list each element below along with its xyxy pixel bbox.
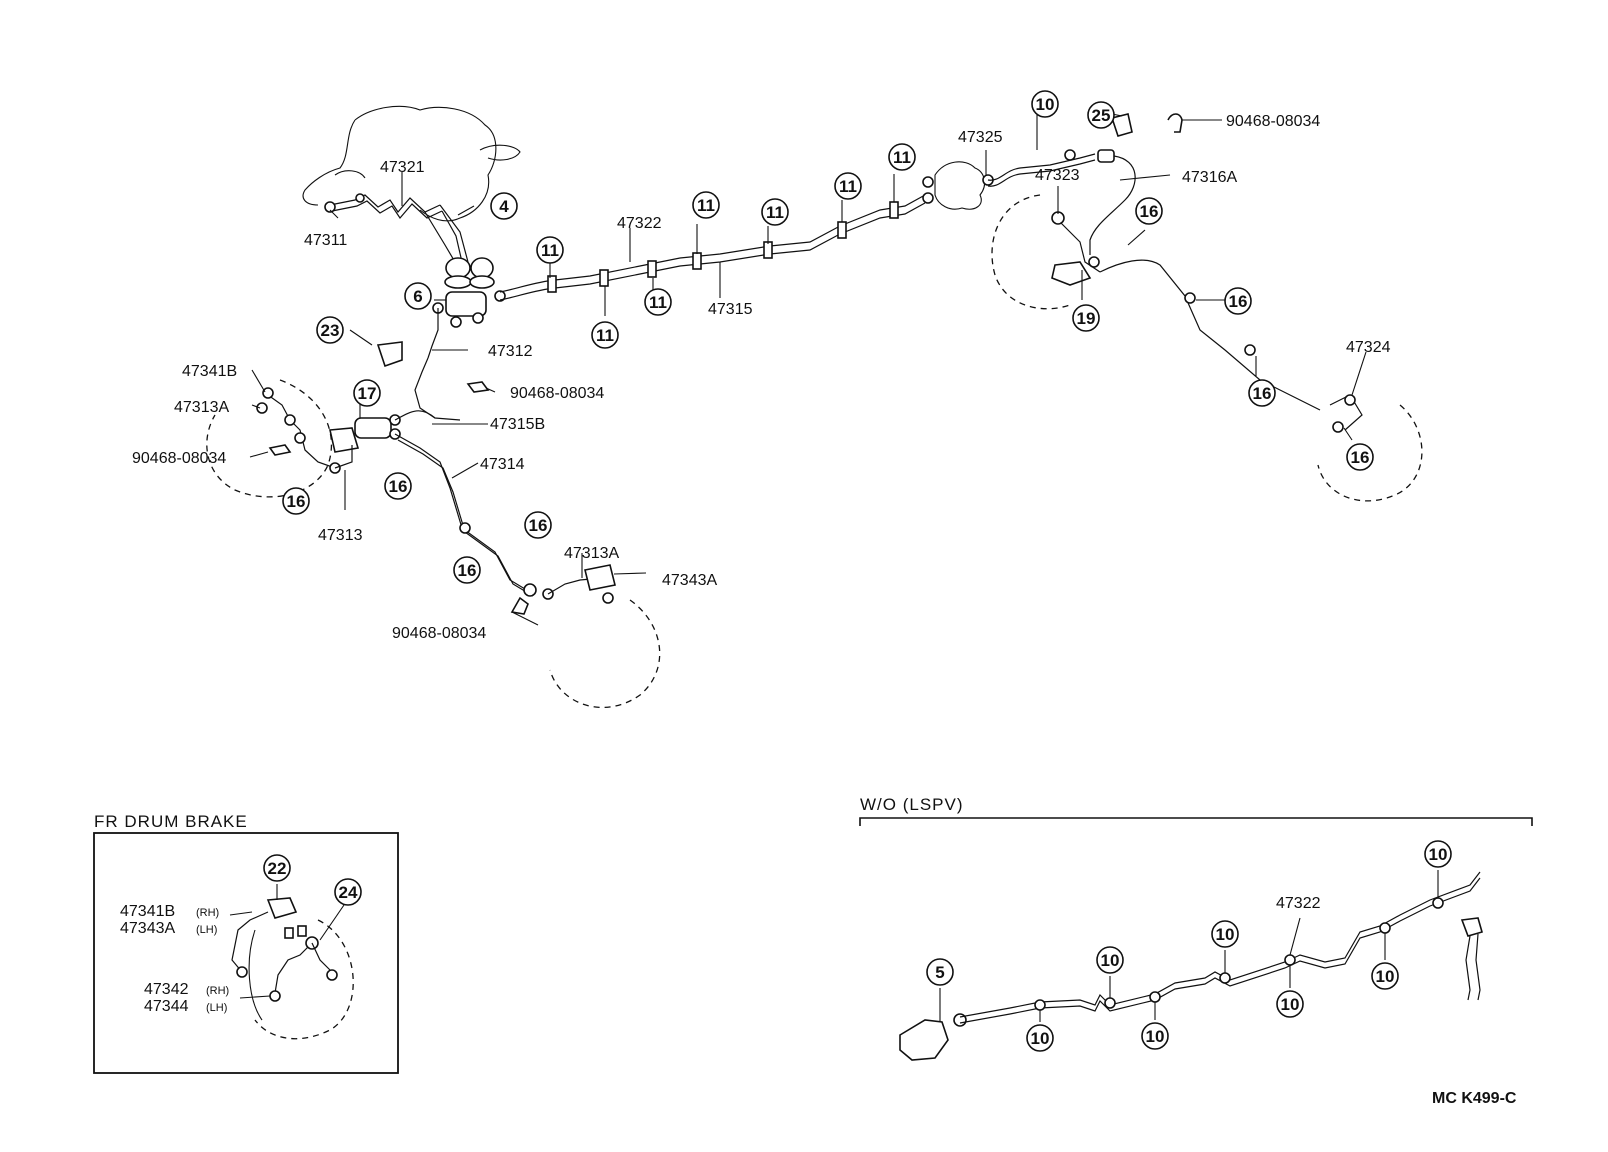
label-47322: 47322 <box>617 215 662 232</box>
front-left-brake <box>206 379 360 498</box>
inset-drum-title: FR DRUM BRAKE <box>94 812 248 831</box>
callout-11-b: 11 <box>596 326 614 345</box>
inset-drum-lh-2: (LH) <box>206 1002 227 1014</box>
label-90468-bottom: 90468-08034 <box>392 625 486 642</box>
label-47314: 47314 <box>480 456 525 473</box>
front-right-brake <box>542 564 661 709</box>
callout-16-g: 16 <box>1253 384 1272 403</box>
inset-wo-title: W/O (LSPV) <box>860 795 964 814</box>
rear-left-drum <box>1317 394 1423 502</box>
label-90468-mid: 90468-08034 <box>510 385 604 402</box>
inset-fr-drum-brake: FR DRUM BRAKE <box>93 812 399 1074</box>
label-47343A: 47343A <box>662 572 717 589</box>
callout-16-h: 16 <box>1351 448 1370 467</box>
callout-11-d: 11 <box>697 196 715 215</box>
bracket-23 <box>376 341 403 368</box>
callout-10-e: 10 <box>1281 995 1300 1014</box>
callout-10-f: 10 <box>1376 967 1395 986</box>
callout-5: 5 <box>935 963 944 982</box>
label-47315: 47315 <box>708 301 753 318</box>
callout-10-b: 10 <box>1101 951 1120 970</box>
label-90468-left: 90468-08034 <box>132 450 226 467</box>
callout-11-g: 11 <box>893 148 911 167</box>
callout-10-c: 10 <box>1146 1027 1165 1046</box>
proportioning-valve <box>427 290 506 359</box>
label-47316A: 47316A <box>1182 169 1237 186</box>
callout-16-a: 16 <box>287 492 306 511</box>
rear-right-drum <box>991 194 1321 411</box>
callout-16-b: 16 <box>389 477 408 496</box>
callout-24: 24 <box>339 883 358 902</box>
callout-10-a: 10 <box>1031 1029 1050 1048</box>
label-47325: 47325 <box>958 129 1003 146</box>
inset-drum-47343A: 47343A <box>120 920 175 937</box>
callout-11-e: 11 <box>766 203 784 222</box>
label-90468-top: 90468-08034 <box>1226 113 1320 130</box>
flex-hose-junction <box>354 357 461 440</box>
label-47313A-left: 47313A <box>174 399 229 416</box>
inset-drum-lh-1: (LH) <box>196 924 217 936</box>
master-cylinder-lines <box>324 193 495 289</box>
callout-10-top: 10 <box>1036 95 1055 114</box>
inset-drum-47341B: 47341B <box>120 903 175 920</box>
inset-drum-47344: 47344 <box>144 998 189 1015</box>
lspv-valve <box>922 149 1136 255</box>
label-47312: 47312 <box>488 343 533 360</box>
label-47341B: 47341B <box>182 363 237 380</box>
label-47313A-bottom: 47313A <box>564 545 619 562</box>
callout-23: 23 <box>321 321 340 340</box>
callout-16-d: 16 <box>529 516 548 535</box>
callout-circles <box>282 90 1374 584</box>
brake-booster-outline <box>302 105 521 222</box>
label-47324: 47324 <box>1346 339 1391 356</box>
callout-16-f: 16 <box>1229 292 1248 311</box>
label-47322-wo: 47322 <box>1276 895 1321 912</box>
label-47315B: 47315B <box>490 416 545 433</box>
inset-drum-47342: 47342 <box>144 981 189 998</box>
label-47311: 47311 <box>304 232 347 249</box>
callout-25: 25 <box>1092 106 1111 125</box>
clip-25 <box>1110 113 1183 137</box>
clips-90468 <box>268 381 529 615</box>
inset-drum-rh-2: (RH) <box>206 985 229 997</box>
label-47321: 47321 <box>380 159 425 176</box>
inset-drum-rh-1: (RH) <box>196 907 219 919</box>
callout-6: 6 <box>413 287 422 306</box>
label-47313: 47313 <box>318 527 363 544</box>
rear-brake-line-main <box>499 194 926 301</box>
line-47314 <box>394 433 537 597</box>
callout-4: 4 <box>499 197 509 216</box>
diagram-reference-code: MC K499-C <box>1432 1090 1517 1107</box>
callout-19: 19 <box>1077 309 1096 328</box>
callout-17: 17 <box>358 384 377 403</box>
label-47323: 47323 <box>1035 167 1080 184</box>
callout-22: 22 <box>268 859 287 878</box>
callout-16-e: 16 <box>1140 202 1159 221</box>
callout-10-d: 10 <box>1216 925 1235 944</box>
callout-11-f: 11 <box>839 177 857 196</box>
leader-lines <box>249 113 1367 626</box>
callout-11-a: 11 <box>541 241 559 260</box>
callout-10-g: 10 <box>1429 845 1448 864</box>
callout-16-c: 16 <box>458 561 477 580</box>
inset-wo-lspv: W/O (LSPV) <box>859 795 1533 1061</box>
callout-11-c: 11 <box>649 293 667 312</box>
